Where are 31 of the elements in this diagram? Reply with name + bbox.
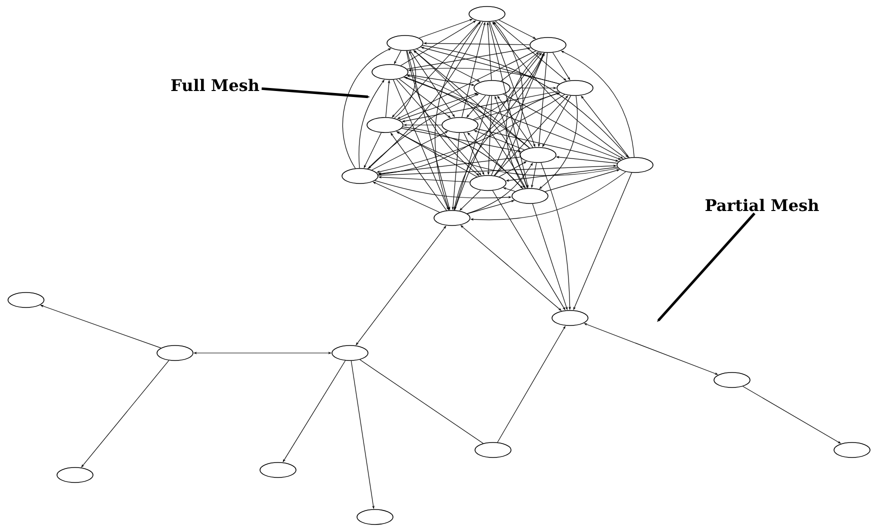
- network-node: [366, 117, 404, 133]
- network-node: [512, 188, 548, 204]
- network-node: [474, 80, 510, 96]
- network-node: [556, 80, 594, 96]
- network-node: [342, 168, 378, 184]
- annotation-label: Partial Mesh: [706, 198, 819, 212]
- network-node: [616, 157, 654, 173]
- network-node: [834, 442, 870, 458]
- network-node: [474, 442, 512, 458]
- network-node: [56, 467, 94, 483]
- network-node: [530, 37, 566, 53]
- network-node: [468, 6, 506, 22]
- network-node: [470, 175, 506, 191]
- network-node: [520, 147, 556, 163]
- network-node: [552, 310, 588, 326]
- arrow: [358, 80, 384, 168]
- arrow: [356, 226, 446, 346]
- network-node: [156, 345, 194, 361]
- connector-line: [360, 359, 484, 444]
- annotation-label: Full Mesh: [171, 78, 260, 92]
- network-node: [260, 462, 296, 478]
- network-node: [434, 210, 470, 226]
- pointer-arrow: [657, 212, 756, 322]
- network-node: [8, 292, 44, 308]
- network-node: [372, 64, 408, 80]
- arrow: [406, 50, 480, 176]
- network-node: [386, 35, 424, 51]
- network-node: [356, 509, 394, 525]
- network-node: [442, 117, 478, 133]
- network-node: [714, 372, 750, 388]
- network-node: [332, 345, 368, 361]
